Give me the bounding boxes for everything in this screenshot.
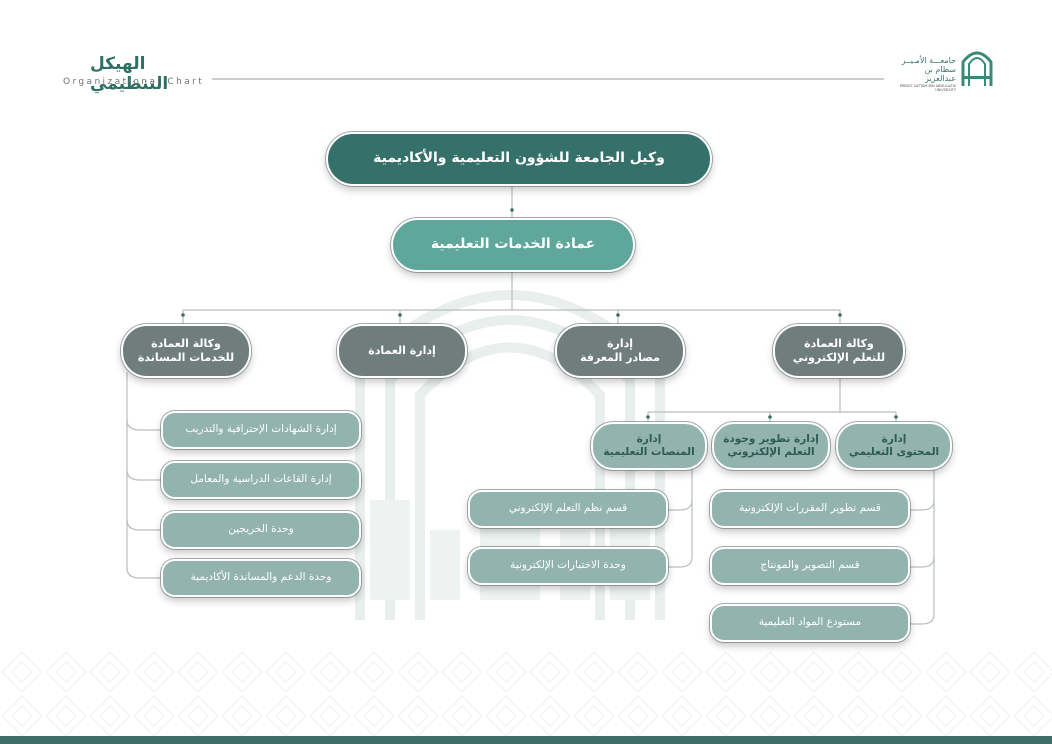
page-subtitle: Organizational Chart [63, 77, 205, 87]
node-support-item: إدارة القاعات الدراسية والمعامل [161, 461, 361, 499]
node-support-item: وحدة الدعم والمساندة الأكاديمية [161, 559, 361, 597]
logo-line-3: PRINCE SATTAM BIN ABDULAZIZ UNIVERSITY [899, 83, 956, 92]
node-platform-item: قسم نظم التعلم الإلكتروني [468, 490, 668, 528]
node-vice-president: وكيل الجامعة للشؤون التعليمية والأكاديمي… [326, 132, 712, 186]
node-platform-item: وحدة الاختبارات الإلكترونية [468, 547, 668, 585]
logo-line-2: سطام بن عبدالعزيز [924, 65, 956, 84]
logo-line-1: جامعـــة الأمـيــر [901, 56, 956, 65]
node-support-item: إدارة الشهادات الإحترافية والتدريب [161, 411, 361, 449]
node-deanship-admin: إدارة العمادة [337, 324, 467, 378]
logo-text: جامعـــة الأمـيــر سطام بن عبدالعزيز PRI… [894, 56, 956, 92]
node-quality-dept: إدارة تطوير وجودة التعلم الإلكتروني [712, 422, 830, 470]
node-content-item: مستودع المواد التعليمية [710, 604, 910, 642]
node-knowledge-resources: إدارة مصادر المعرفة [555, 324, 685, 378]
node-deanship: عمادة الخدمات التعليمية [391, 218, 635, 272]
university-gate-logo-icon [961, 51, 993, 86]
node-elearning-agency: وكالة العمادة للتعلم الإلكتروني [773, 324, 905, 378]
header-divider [212, 78, 884, 80]
footer-pattern [0, 650, 1052, 736]
node-platforms-dept: إدارة المنصات التعليمية [591, 422, 707, 470]
node-support-item: وحدة الخريجين [161, 511, 361, 549]
node-support-agency: وكالة العمادة للخدمات المساندة [121, 324, 251, 378]
node-content-item: قسم تطوير المقررات الإلكترونية [710, 490, 910, 528]
node-content-item: قسم التصوير والمونتاج [710, 547, 910, 585]
node-content-dept: إدارة المحتوى التعليمي [836, 422, 952, 470]
page-title: الهيكل التنظيمي [90, 54, 169, 94]
footer-band [0, 736, 1052, 744]
